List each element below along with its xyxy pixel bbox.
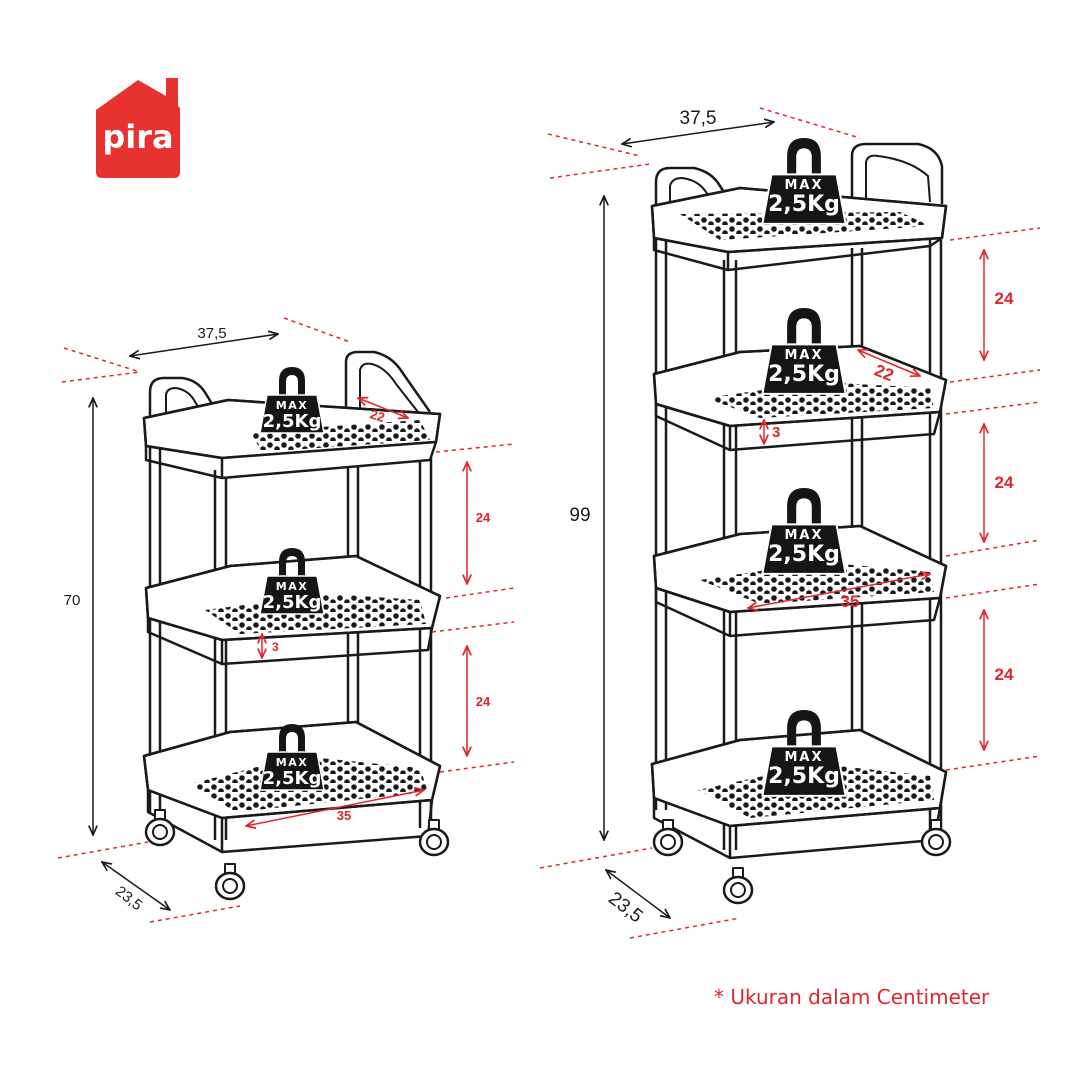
small-width-label: 37,5 xyxy=(197,325,226,342)
svg-text:2,5Kg: 2,5Kg xyxy=(768,542,840,567)
large-gap-2-label: 24 xyxy=(995,473,1014,492)
svg-text:MAX: MAX xyxy=(784,348,823,363)
svg-text:MAX: MAX xyxy=(276,399,308,412)
small-height-label: 70 xyxy=(64,592,81,609)
svg-text:MAX: MAX xyxy=(784,528,823,543)
svg-text:2,5Kg: 2,5Kg xyxy=(768,764,840,789)
large-width-label: 37,5 xyxy=(680,108,717,129)
small-inner-depth-label: 22 xyxy=(368,406,386,425)
large-height-label: 99 xyxy=(569,505,590,526)
large-length-label: 35 xyxy=(841,592,860,611)
large-weight-2: MAX 2,5Kg xyxy=(761,307,847,395)
small-depth-label: 23,5 xyxy=(112,883,145,914)
large-depth-label: 23,5 xyxy=(604,888,646,927)
svg-text:MAX: MAX xyxy=(784,178,823,193)
svg-text:2,5Kg: 2,5Kg xyxy=(768,362,840,387)
small-length-label: 35 xyxy=(337,808,351,823)
small-weight-3: MAX 2,5Kg xyxy=(259,723,325,791)
large-gap-1-label: 24 xyxy=(995,289,1014,308)
unit-footnote: * Ukuran dalam Centimeter xyxy=(714,985,990,1009)
large-weight-1: MAX 2,5Kg xyxy=(761,137,847,225)
large-gap-3-label: 24 xyxy=(995,665,1014,684)
large-weight-4: MAX 2,5Kg xyxy=(761,709,847,797)
small-gap-2-label: 24 xyxy=(476,694,491,709)
svg-text:MAX: MAX xyxy=(276,580,308,593)
brand-name: pira xyxy=(102,118,173,156)
pira-logo: pira xyxy=(96,78,180,178)
small-gap-1-label: 24 xyxy=(476,510,491,525)
svg-text:2,5Kg: 2,5Kg xyxy=(768,192,840,217)
svg-text:2,5Kg: 2,5Kg xyxy=(263,768,322,789)
large-basket-height-label: 3 xyxy=(772,424,780,441)
svg-text:2,5Kg: 2,5Kg xyxy=(263,592,322,613)
large-dimensions: 37,5 99 23,5 24 24 24 3 22 35 xyxy=(539,107,1041,939)
small-cart xyxy=(142,350,450,901)
svg-text:2,5Kg: 2,5Kg xyxy=(263,411,322,432)
small-weight-1: MAX 2,5Kg xyxy=(259,366,325,434)
large-weight-3: MAX 2,5Kg xyxy=(761,487,847,575)
small-basket-height-label: 3 xyxy=(272,640,279,654)
small-weight-2: MAX 2,5Kg xyxy=(259,547,325,615)
svg-text:MAX: MAX xyxy=(276,756,308,769)
svg-text:MAX: MAX xyxy=(784,750,823,765)
